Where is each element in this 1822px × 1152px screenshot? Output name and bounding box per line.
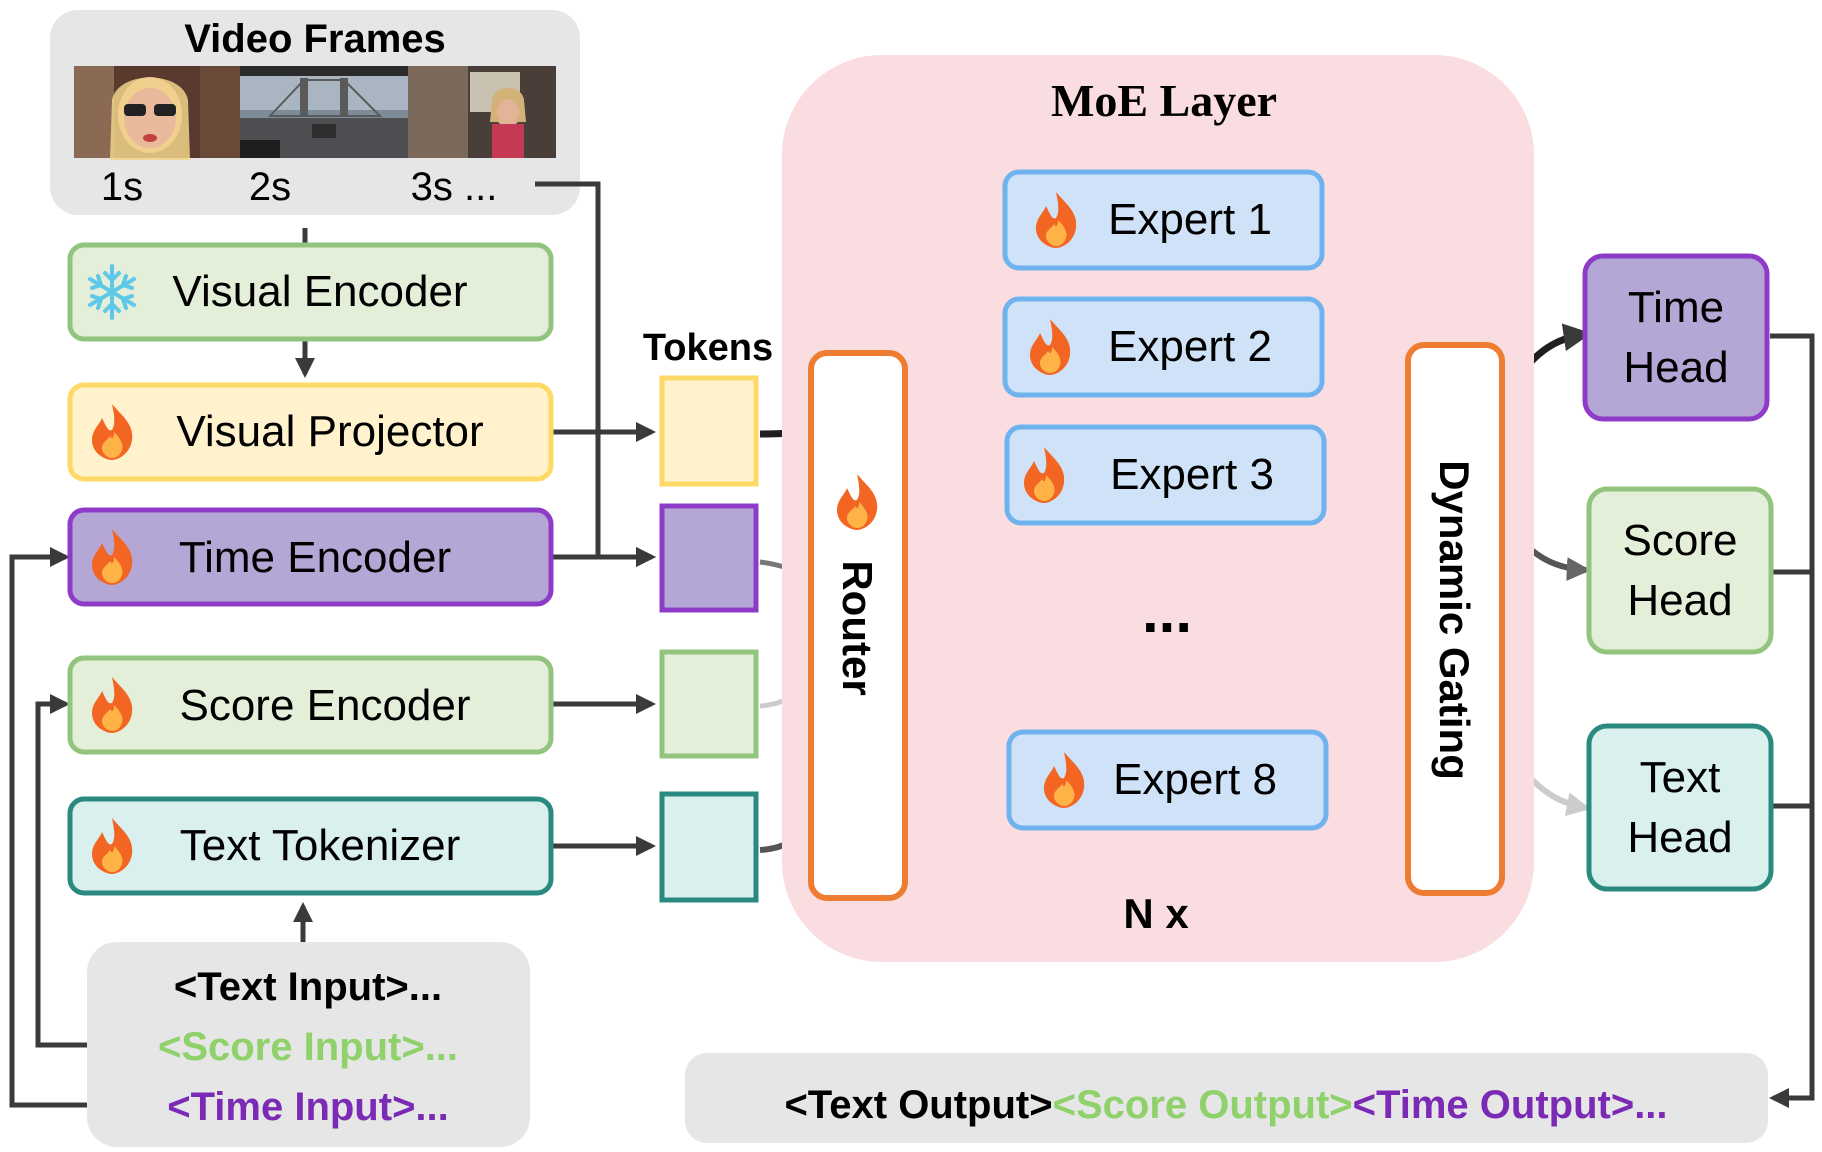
text-head-box: Text Head <box>1586 723 1774 892</box>
input-panel: <Text Input>... <Score Input>... <Time I… <box>87 942 530 1147</box>
score-encoder-box: Score Encoder <box>67 655 554 755</box>
heads-column: Time Head Score Head Text Head <box>1582 253 1774 892</box>
time-head-label-2: Head <box>1623 343 1728 392</box>
score-head-label-1: Score <box>1623 516 1738 565</box>
score-input-label: <Score Input>... <box>158 1025 458 1069</box>
expert-8-box: Expert 8 <box>1006 729 1329 831</box>
moe-layer: MoE Layer Router Expert 1 Expert 2 Exper… <box>782 55 1534 962</box>
visual-projector-label: Visual Projector <box>176 407 483 456</box>
score-encoder-label: Score Encoder <box>179 681 470 730</box>
visual-encoder-box: Visual Encoder <box>67 242 554 342</box>
text-output-label: <Text Output> <box>784 1083 1052 1127</box>
expert-2-box: Expert 2 <box>1002 296 1325 398</box>
score-head-box: Score Head <box>1586 486 1774 655</box>
router-box: Router <box>808 350 908 901</box>
expert-8-label: Expert 8 <box>1113 755 1277 804</box>
text-tokenizer-box: Text Tokenizer <box>67 796 554 896</box>
time-input-label: <Time Input>... <box>167 1085 449 1129</box>
router-label: Router <box>834 560 881 695</box>
tokens-column: Tokens <box>643 327 773 903</box>
time-head-label-1: Time <box>1628 283 1724 332</box>
time-head-box: Time Head <box>1582 253 1770 422</box>
text-tokenizer-label: Text Tokenizer <box>180 821 460 870</box>
expert-1-label: Expert 1 <box>1108 195 1272 244</box>
token-text <box>659 791 759 903</box>
moe-repeat-label: N x <box>1123 890 1189 937</box>
arrow-time-input-to-time-encoder <box>9 547 128 1108</box>
score-output-label: <Score Output> <box>1053 1083 1353 1127</box>
token-score <box>659 649 759 759</box>
token-visual <box>659 375 759 487</box>
expert-3-box: Expert 3 <box>1004 424 1327 526</box>
moe-layer-title: MoE Layer <box>1051 75 1277 126</box>
tokens-label: Tokens <box>643 327 773 369</box>
text-head-label-2: Head <box>1627 813 1732 862</box>
experts-ellipsis: ... <box>1142 578 1192 645</box>
arrow-score-input-to-score-encoder <box>35 694 117 1048</box>
frame-time-2s: 2s <box>249 165 291 209</box>
expert-2-label: Expert 2 <box>1108 322 1272 371</box>
video-frames-panel: Video Frames <box>50 10 580 215</box>
frame-time-3s: 3s ... <box>411 165 498 209</box>
frame-time-1s: 1s <box>101 165 143 209</box>
video-frame-1 <box>74 66 240 160</box>
token-time <box>659 503 759 613</box>
dynamic-gating-label: Dynamic Gating <box>1431 460 1478 780</box>
time-output-label: <Time Output>... <box>1353 1083 1668 1127</box>
encoder-stack: Visual Encoder Visual Projector Time Enc… <box>67 242 554 896</box>
visual-encoder-label: Visual Encoder <box>172 267 467 316</box>
expert-1-box: Expert 1 <box>1002 169 1325 271</box>
output-panel: <Text Output><Score Output><Time Output>… <box>685 1053 1768 1143</box>
text-input-label: <Text Input>... <box>174 965 442 1009</box>
dynamic-gating-box: Dynamic Gating <box>1405 342 1505 896</box>
video-frame-2 <box>240 66 408 158</box>
video-frame-3 <box>408 66 556 158</box>
time-encoder-box: Time Encoder <box>67 507 554 607</box>
expert-3-label: Expert 3 <box>1110 450 1274 499</box>
score-head-label-2: Head <box>1627 576 1732 625</box>
arrow-heads-to-output <box>1769 333 1815 1108</box>
video-frames-title: Video Frames <box>184 17 446 61</box>
arrow-frame-times-to-time-token <box>535 181 656 567</box>
visual-projector-box: Visual Projector <box>67 382 554 482</box>
time-encoder-label: Time Encoder <box>179 533 451 582</box>
svg-text:<Text Output><Score Output><Ti: <Text Output><Score Output><Time Output>… <box>784 1083 1667 1127</box>
text-head-label-1: Text <box>1640 753 1721 802</box>
